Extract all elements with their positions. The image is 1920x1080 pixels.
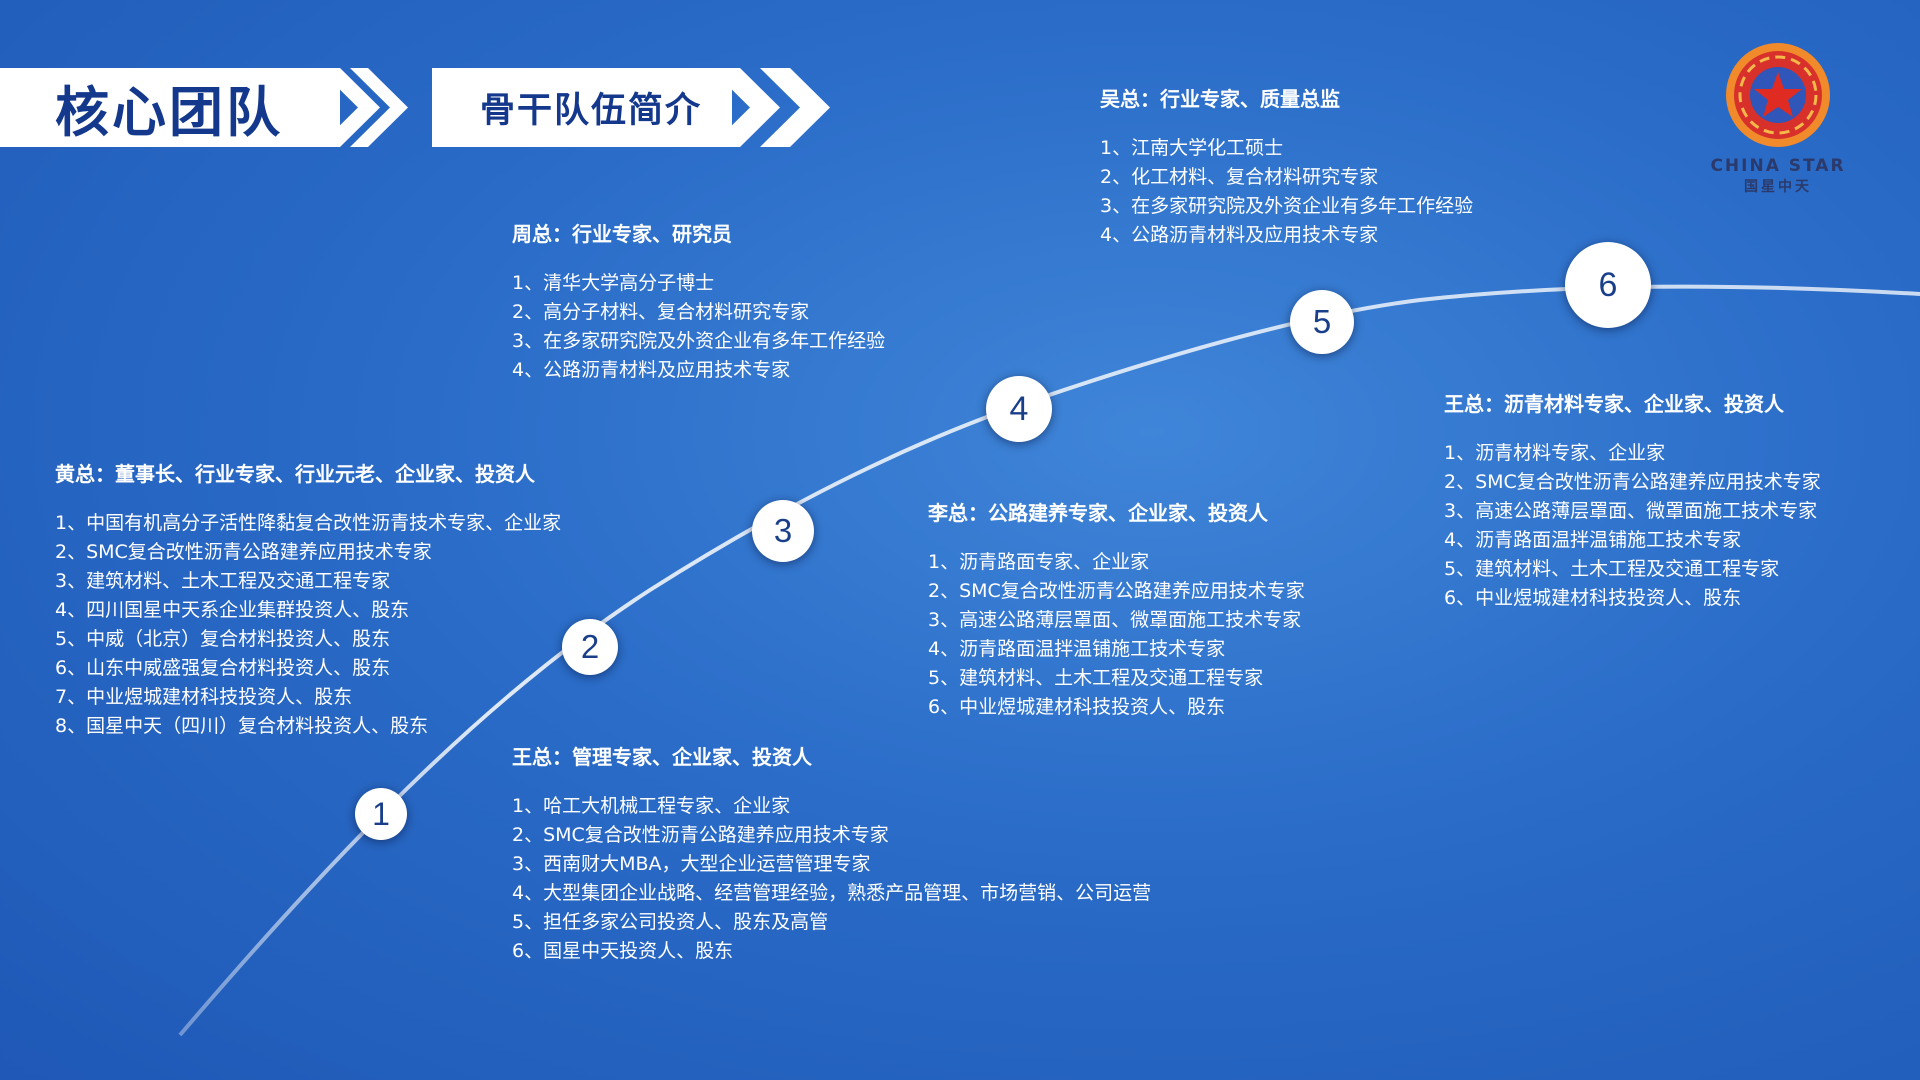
timeline-node-1: 1: [355, 788, 407, 840]
profile-title: 李总：公路建养专家、企业家、投资人: [928, 501, 1268, 525]
profile-item: 1、中国有机高分子活性降黏复合改性沥青技术专家、企业家: [55, 512, 562, 534]
profile-item: 2、SMC复合改性沥青公路建养应用技术专家: [928, 580, 1305, 602]
profile-title: 王总：沥青材料专家、企业家、投资人: [1444, 392, 1784, 416]
profile-item: 2、高分子材料、复合材料研究专家: [512, 301, 810, 323]
timeline-node-2: 2: [562, 619, 618, 675]
profile-item: 6、国星中天投资人、股东: [512, 940, 734, 962]
profile-item: 5、建筑材料、土木工程及交通工程专家: [928, 667, 1264, 689]
profile-item: 3、高速公路薄层罩面、微罩面施工技术专家: [1444, 500, 1818, 522]
timeline-node-6: 6: [1565, 242, 1651, 328]
profile-item: 6、中业煜城建材科技投资人、股东: [928, 696, 1226, 718]
profile-item: 4、公路沥青材料及应用技术专家: [512, 359, 791, 381]
profile-block-1: 黄总：董事长、行业专家、行业元老、企业家、投资人 1、中国有机高分子活性降黏复合…: [55, 458, 561, 741]
chevron-right-icon: [710, 68, 830, 147]
profile-item: 5、建筑材料、土木工程及交通工程专家: [1444, 558, 1780, 580]
profile-item: 2、SMC复合改性沥青公路建养应用技术专家: [55, 541, 432, 563]
profile-item: 3、高速公路薄层罩面、微罩面施工技术专家: [928, 609, 1302, 631]
profile-item: 3、建筑材料、土木工程及交通工程专家: [55, 570, 391, 592]
profile-title: 王总：管理专家、企业家、投资人: [512, 745, 812, 769]
star-emblem-icon: [1726, 43, 1830, 147]
profile-item: 4、沥青路面温拌温铺施工技术专家: [928, 638, 1226, 660]
profile-item: 3、西南财大MBA，大型企业运营管理专家: [512, 853, 871, 875]
logo-name-en: CHINA STAR: [1710, 156, 1846, 176]
profile-item: 1、沥青材料专家、企业家: [1444, 442, 1666, 464]
profile-item: 4、大型集团企业战略、经营管理经验，熟悉产品管理、市场营销、公司运营: [512, 882, 1152, 904]
chevron-right-icon: [318, 68, 408, 147]
profile-block-5: 吴总：行业专家、质量总监 1、江南大学化工硕士 2、化工材料、复合材料研究专家 …: [1100, 83, 1473, 250]
profile-item: 1、江南大学化工硕士: [1100, 137, 1284, 159]
section-title-banner: 核心团队: [0, 68, 340, 147]
timeline-node-3: 3: [752, 500, 814, 562]
profile-item: 3、在多家研究院及外资企业有多年工作经验: [1100, 195, 1474, 217]
profile-item: 3、在多家研究院及外资企业有多年工作经验: [512, 330, 886, 352]
profile-item: 5、担任多家公司投资人、股东及高管: [512, 911, 829, 933]
profile-item: 1、哈工大机械工程专家、企业家: [512, 795, 791, 817]
profile-item: 5、中威（北京）复合材料投资人、股东: [55, 628, 391, 650]
profile-item: 4、公路沥青材料及应用技术专家: [1100, 224, 1379, 246]
profile-item: 6、山东中威盛强复合材料投资人、股东: [55, 657, 391, 679]
profile-item: 1、沥青路面专家、企业家: [928, 551, 1150, 573]
profile-item: 1、清华大学高分子博士: [512, 272, 715, 294]
profile-title: 周总：行业专家、研究员: [512, 222, 732, 246]
profile-item: 2、SMC复合改性沥青公路建养应用技术专家: [1444, 471, 1821, 493]
profile-title: 黄总：董事长、行业专家、行业元老、企业家、投资人: [55, 462, 535, 486]
profile-item: 4、四川国星中天系企业集群投资人、股东: [55, 599, 410, 621]
profile-item: 4、沥青路面温拌温铺施工技术专家: [1444, 529, 1742, 551]
profile-item: 6、中业煜城建材科技投资人、股东: [1444, 587, 1742, 609]
profile-item: 7、中业煜城建材科技投资人、股东: [55, 686, 353, 708]
logo-name-cn: 国星中天: [1744, 179, 1812, 195]
profile-item: 8、国星中天（四川）复合材料投资人、股东: [55, 715, 429, 737]
timeline-node-5: 5: [1290, 290, 1354, 354]
page-subtitle: 骨干队伍简介: [480, 91, 703, 131]
profile-block-2: 周总：行业专家、研究员 1、清华大学高分子博士 2、高分子材料、复合材料研究专家…: [512, 218, 885, 385]
timeline-node-4: 4: [986, 376, 1052, 442]
section-title: 核心团队: [55, 81, 283, 144]
profile-item: 2、SMC复合改性沥青公路建养应用技术专家: [512, 824, 889, 846]
profile-block-3: 王总：管理专家、企业家、投资人 1、哈工大机械工程专家、企业家 2、SMC复合改…: [512, 741, 1151, 966]
company-logo: CHINA STAR 国星中天: [1703, 40, 1853, 200]
profile-item: 2、化工材料、复合材料研究专家: [1100, 166, 1379, 188]
profile-title: 吴总：行业专家、质量总监: [1100, 87, 1340, 111]
profile-block-4: 李总：公路建养专家、企业家、投资人 1、沥青路面专家、企业家 2、SMC复合改性…: [928, 497, 1305, 722]
profile-block-6: 王总：沥青材料专家、企业家、投资人 1、沥青材料专家、企业家 2、SMC复合改性…: [1444, 388, 1821, 613]
subtitle-banner: 骨干队伍简介: [432, 68, 732, 147]
